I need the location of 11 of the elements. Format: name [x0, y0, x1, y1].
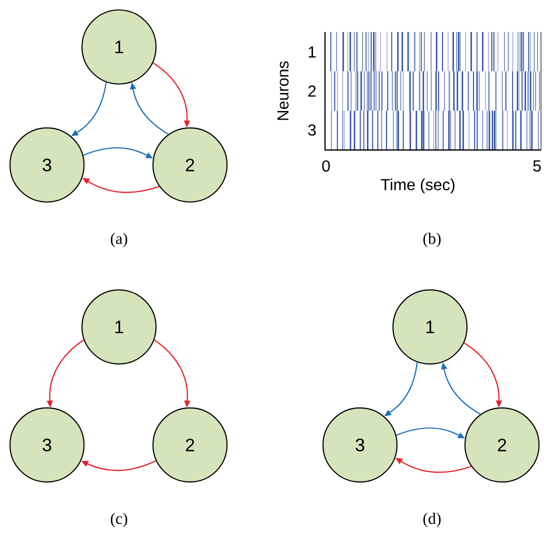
panel-label: (a): [110, 232, 128, 248]
panel-label: (d): [423, 512, 441, 528]
tick-label: 0: [322, 160, 330, 172]
axis-label: Time (sec): [380, 178, 454, 194]
panel-label: (c): [110, 512, 128, 528]
axis-label: Neurons: [277, 61, 289, 120]
tick-label: 5: [533, 160, 541, 172]
tick-label: 1: [308, 46, 316, 58]
panel-label: (b): [423, 232, 441, 248]
tick-label: 3: [308, 124, 316, 136]
tick-label: 2: [308, 85, 316, 97]
